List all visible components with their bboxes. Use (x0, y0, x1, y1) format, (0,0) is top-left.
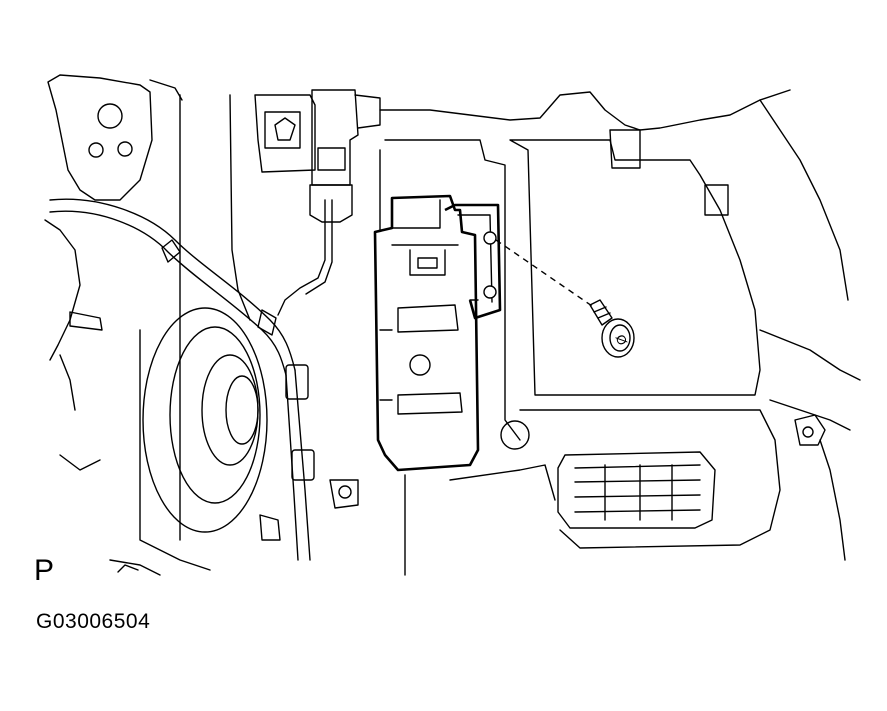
lower-structure (59, 354, 161, 576)
round-speaker-component (139, 307, 359, 571)
body-panel (379, 89, 861, 576)
wire-harness (49, 198, 333, 561)
figure-id: G03006504 (36, 610, 151, 633)
left-bracket-panel (44, 74, 251, 541)
bolt-alignment-line (495, 239, 593, 307)
view-label: P (34, 554, 55, 587)
top-connector (254, 89, 381, 223)
control-module (373, 194, 480, 472)
bolt-marking: Ø (613, 333, 631, 348)
bolt: Ø (589, 299, 635, 358)
vent-grille (557, 451, 716, 529)
mounting-bracket (444, 203, 502, 320)
